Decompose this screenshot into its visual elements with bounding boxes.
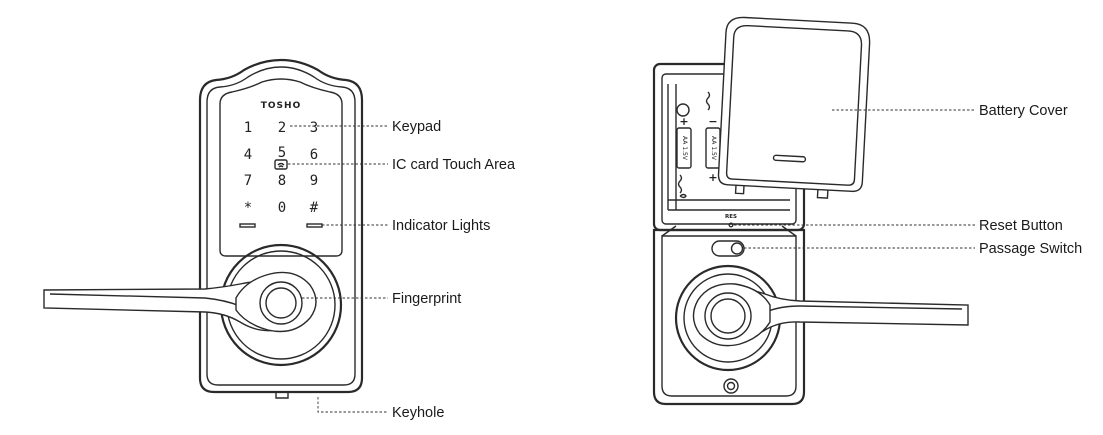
key-5[interactable]: 5 xyxy=(278,145,286,161)
fingerprint-sensor-inner[interactable] xyxy=(265,287,297,319)
brand-logo: TOSHO xyxy=(261,101,301,111)
front-escutcheon-outer xyxy=(198,58,364,394)
reset-label-mark: RES xyxy=(725,214,737,220)
label-indicator-lights: Indicator Lights xyxy=(392,218,490,234)
label-keypad: Keypad xyxy=(392,119,441,135)
back-leader-lines xyxy=(734,109,975,249)
battery-right-icon: − + AA 1.5V xyxy=(705,91,721,184)
battery-cover[interactable] xyxy=(717,16,871,200)
svg-text:−: − xyxy=(708,115,717,128)
key-6[interactable]: 6 xyxy=(310,147,318,163)
svg-text:+: + xyxy=(679,115,688,128)
key-8[interactable]: 8 xyxy=(278,173,286,189)
front-leader-lines xyxy=(288,125,388,413)
svg-text:AA 1.5V: AA 1.5V xyxy=(710,136,717,161)
key-0[interactable]: 0 xyxy=(278,200,286,216)
back-body-inner xyxy=(661,235,797,397)
back-lock-view: + AA 1.5V − + AA 1.5V RES xyxy=(652,16,969,406)
battery-left-icon: + AA 1.5V xyxy=(676,103,692,194)
front-lock-view: TOSHO 1 2 3 4 5 6 7 8 9 * 0 # xyxy=(43,58,364,399)
svg-text:AA 1.5V: AA 1.5V xyxy=(681,136,688,161)
key-hash[interactable]: # xyxy=(310,200,319,216)
key-star[interactable]: * xyxy=(244,200,252,216)
front-escutcheon-inner xyxy=(206,66,356,386)
key-4[interactable]: 4 xyxy=(244,147,252,163)
ic-card-touch-icon[interactable] xyxy=(274,159,288,170)
label-reset-button: Reset Button xyxy=(979,218,1063,234)
key-1[interactable]: 1 xyxy=(244,120,252,136)
reset-button[interactable] xyxy=(728,222,734,228)
label-keyhole: Keyhole xyxy=(392,405,444,421)
key-2[interactable]: 2 xyxy=(278,120,286,136)
label-passage-switch: Passage Switch xyxy=(979,241,1082,257)
battery-cover-latch xyxy=(772,154,807,163)
key-3[interactable]: 3 xyxy=(310,120,318,136)
key-7[interactable]: 7 xyxy=(244,173,252,189)
passage-switch-knob[interactable] xyxy=(730,242,744,255)
label-ic-card: IC card Touch Area xyxy=(392,157,516,173)
mounting-screw xyxy=(723,378,739,394)
keyhole-cover xyxy=(275,393,289,399)
svg-text:+: + xyxy=(708,171,717,184)
label-fingerprint: Fingerprint xyxy=(392,291,461,307)
back-spindle-inner xyxy=(710,298,746,334)
indicator-light-left xyxy=(239,223,256,228)
leader-keyhole xyxy=(317,397,388,413)
key-9[interactable]: 9 xyxy=(310,173,318,189)
keypad-panel xyxy=(219,78,343,257)
label-battery-cover: Battery Cover xyxy=(979,103,1068,119)
indicator-light-right xyxy=(306,223,323,228)
back-body-outer xyxy=(652,228,806,406)
